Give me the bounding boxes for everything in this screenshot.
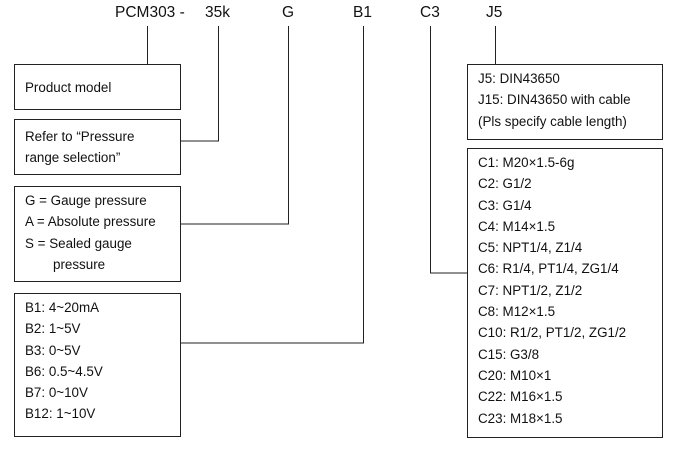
pressure-type-box: G = Gauge pressure A = Absolute pressure… [14,186,181,282]
output-line: B6: 0.5~4.5V [25,363,103,379]
pressure-range-box: Refer to “Pressure range selection” [14,119,181,175]
connection-line: C10: R1/2, PT1/2, ZG1/2 [478,325,627,341]
product-model-label: Product model [25,80,112,95]
electrical-line: J15: DIN43650 with cable [478,92,631,108]
product-model-box: Product model [14,64,181,110]
connector-pressure-type [181,26,289,225]
code-range: 35k [205,4,230,21]
output-line: B12: 1~10V [25,406,96,422]
connection-line: C2: G1/2 [478,176,532,192]
connection-line: C23: M18×1.5 [478,410,563,426]
pressure-type-line: pressure [53,256,106,272]
code-pressure-type: G [282,4,295,21]
connector-connection [430,26,467,274]
pressure-range-line: range selection” [25,150,121,166]
connection-line: C15: G3/8 [478,346,540,362]
code-electrical: J5 [486,4,503,21]
code-output: B1 [353,4,372,21]
connection-line: C8: M12×1.5 [478,304,556,320]
connection-line: C7: NPT1/2, Z1/2 [478,282,583,298]
connection-line: C4: M14×1.5 [478,218,556,234]
output-box: B1: 4~20mA B2: 1~5V B3: 0~5V B6: 0.5~4.5… [14,293,181,437]
code-base: PCM303 - [115,4,185,21]
connector-output [181,26,364,344]
connection-line: C5: NPT1/4, Z1/4 [478,240,583,256]
pressure-type-line: S = Sealed gauge [25,235,132,251]
connection-line: C3: G1/4 [478,197,532,213]
output-line: B3: 0~5V [25,342,81,358]
pressure-range-line: Refer to “Pressure [25,129,135,144]
connection-box: C1: M20×1.5-6g C2: G1/2 C3: G1/4 C4: M14… [467,148,663,438]
code-connection: C3 [420,4,440,21]
pressure-type-line: A = Absolute pressure [25,214,156,230]
connection-line: C22: M16×1.5 [478,389,563,405]
electrical-line: J5: DIN43650 [478,71,560,86]
connection-line: C20: M10×1 [478,367,552,383]
electrical-box: J5: DIN43650 J15: DIN43650 with cable (P… [467,64,663,140]
connector-pressure-range [181,26,219,142]
connection-line: C1: M20×1.5-6g [478,155,575,170]
electrical-line: (Pls specify cable length) [478,113,627,129]
pressure-type-line: G = Gauge pressure [25,193,147,208]
connection-line: C6: R1/4, PT1/4, ZG1/4 [478,261,619,277]
output-line: B7: 0~10V [25,385,88,401]
output-line: B2: 1~5V [25,321,81,337]
output-line: B1: 4~20mA [25,300,100,315]
